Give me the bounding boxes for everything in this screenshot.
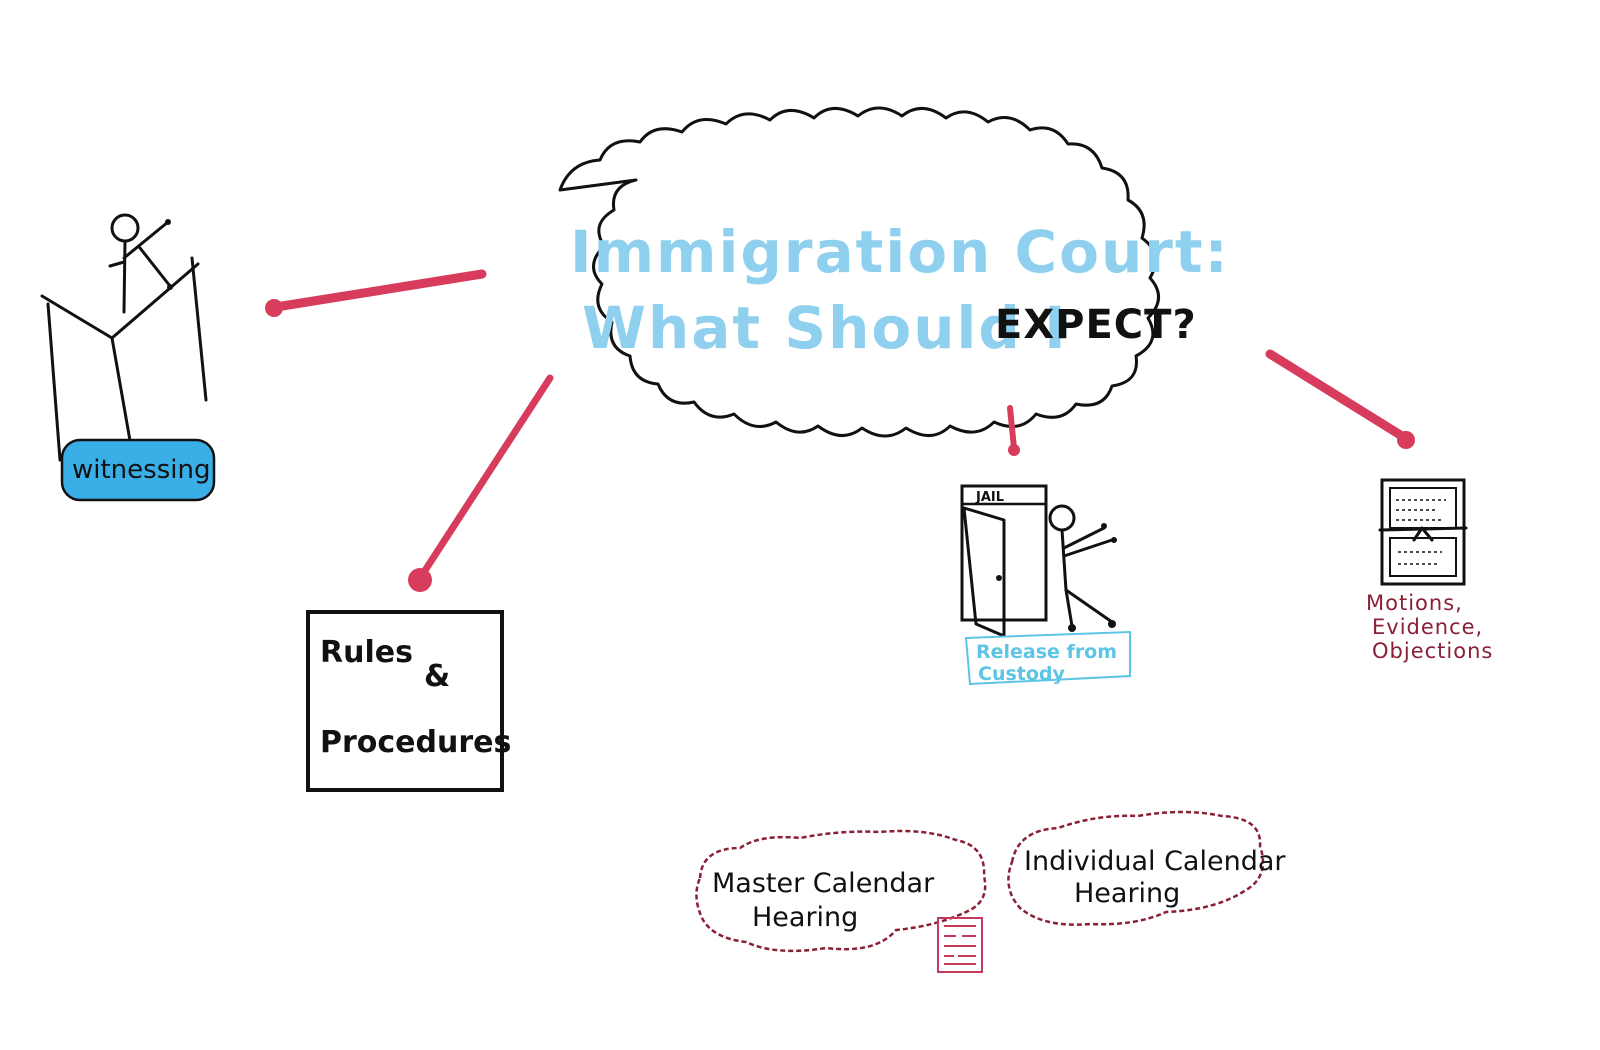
connector-dot-motions xyxy=(1397,431,1415,449)
master-calendar-line1: Master Calendar xyxy=(712,868,935,899)
title-line2-black: EXPECT? xyxy=(995,302,1197,348)
individual-calendar-outline xyxy=(1007,810,1265,926)
master-calendar-outline xyxy=(695,829,987,953)
stick-figure-witness-icon xyxy=(40,213,208,462)
individual-calendar-node: Individual Calendar Hearing xyxy=(1007,810,1286,926)
jail-sign-label: JAIL xyxy=(975,490,1004,505)
release-label-line1: Release from xyxy=(976,641,1117,663)
release-label-line2: Custody xyxy=(978,663,1066,685)
stick-figure-leaving-icon xyxy=(1048,504,1117,632)
individual-calendar-line1: Individual Calendar xyxy=(1024,846,1286,877)
title-line2-blue: What Should I xyxy=(582,294,1068,362)
release-label-box xyxy=(964,630,1131,686)
witnessing-node: witnessing xyxy=(40,213,216,502)
rules-procedures-node: Rules & Procedures xyxy=(306,610,511,792)
motions-node: Motions, Evidence, Objections xyxy=(1366,478,1493,663)
connector-witnessing xyxy=(271,269,487,312)
witnessing-highlight xyxy=(60,438,216,502)
title-cloud-outline xyxy=(558,106,1160,438)
master-calendar-node: Master Calendar Hearing xyxy=(695,829,987,953)
rules-label-line2: Procedures xyxy=(320,725,511,760)
connector-motions xyxy=(1265,349,1407,441)
rules-label-line1: Rules xyxy=(320,635,413,670)
individual-calendar-line2: Hearing xyxy=(1074,878,1180,909)
release-node: JAIL Release from Custody xyxy=(960,484,1131,686)
rules-box xyxy=(306,610,504,792)
witnessing-label: witnessing xyxy=(72,455,210,485)
motions-label-line1: Motions, xyxy=(1366,591,1463,615)
connector-rules xyxy=(420,374,554,576)
title-line1: Immigration Court: xyxy=(570,218,1230,286)
motions-label-line3: Objections xyxy=(1372,639,1493,663)
central-title-cloud: Immigration Court: What Should I EXPECT? xyxy=(558,106,1230,438)
connector-dot-witnessing xyxy=(265,299,283,317)
connectors xyxy=(265,269,1415,592)
connector-dot-rules xyxy=(408,568,432,592)
stamp-seal-icon xyxy=(937,917,983,973)
rules-label-amp: & xyxy=(424,659,450,694)
jail-door-icon: JAIL xyxy=(960,484,1048,638)
connector-release xyxy=(1007,405,1017,451)
motions-label-line2: Evidence, xyxy=(1372,615,1483,639)
document-stack-icon xyxy=(1378,478,1468,586)
master-calendar-line2: Hearing xyxy=(752,902,858,933)
connector-dot-release xyxy=(1008,444,1020,456)
